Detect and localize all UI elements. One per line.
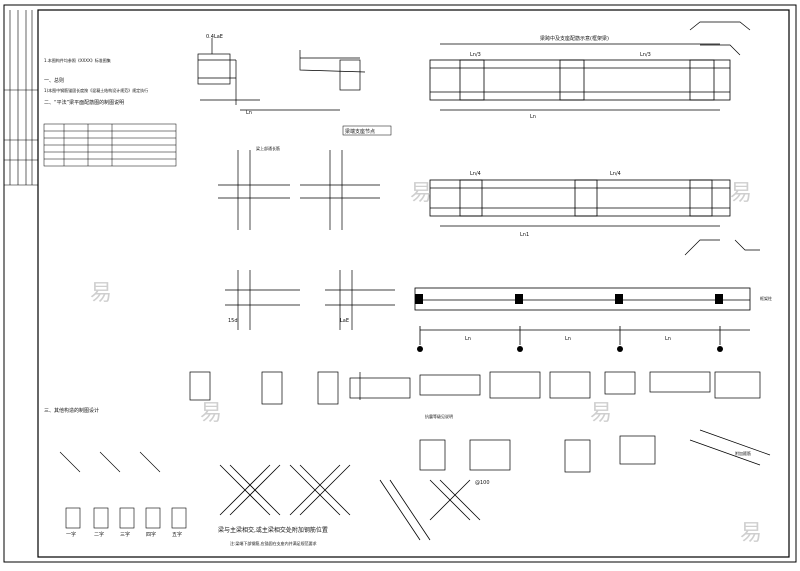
dim-c100: @100: [475, 480, 490, 486]
crossing-details: [219, 464, 481, 541]
plan-dim-2: Ln: [565, 336, 571, 342]
watermark-6: 易: [730, 181, 752, 206]
watermark-layer: 易 易 易 易 易 易: [90, 181, 762, 546]
beam-end-tag: [342, 125, 392, 136]
plan-dim-3: Ln: [665, 336, 671, 342]
stirrup-label: 二字: [94, 531, 104, 538]
notes-block: 1.本图构件均参照《XXXX》标准图集 一、总则 1)本图中钢筋锚固长度按《混凝…: [43, 57, 177, 414]
stirrup-types: [59, 451, 187, 529]
dim-ln4-1: Ln/4: [470, 171, 481, 177]
stirrup-label: 五字: [172, 531, 182, 538]
label-beam-end: 梁端支座节点: [345, 128, 375, 135]
column-joint-details: [218, 150, 395, 330]
note-line-2: 1)本图中钢筋锚固长度按《混凝土结构设计规范》规定执行: [44, 87, 148, 93]
dim-ln-1: Ln: [246, 110, 252, 116]
label-beam-span: 梁跨中及支座配筋示意(框架梁): [540, 35, 609, 42]
stirrup-label: 四字: [146, 531, 156, 538]
dim-lae-1: 0.4LaE: [206, 34, 223, 40]
bottom-sub: 注:梁端下部钢筋,应锚固在支座内并满足规范要求: [230, 540, 317, 546]
beam-elevation-2: [429, 179, 731, 227]
label-col: 框架柱: [760, 295, 772, 301]
lower-details: [189, 371, 771, 473]
note-line-1: 1.本图构件均参照《XXXX》标准图集: [44, 57, 111, 63]
plan-columns: [415, 294, 723, 352]
watermark-2: 易: [200, 401, 222, 426]
watermark-4: 易: [590, 401, 612, 426]
drawing-frame: [37, 9, 790, 558]
dim-ln-2: Ln: [530, 114, 536, 120]
bottom-caption: 梁与主梁相交,或主梁相交处附加钢筋位置: [218, 526, 328, 534]
note-section-2: 二、“平法”梁平面配筋图的制图说明: [44, 99, 124, 106]
stirrup-label: 一字: [66, 531, 76, 538]
dim-lae-2: LaE: [340, 318, 349, 324]
watermark-3: 易: [410, 181, 432, 206]
note-section-3: 三、其他构造的制图设计: [44, 407, 99, 414]
dim-ln3-1: Ln/3: [470, 52, 481, 58]
title-strip: [4, 10, 38, 186]
dim-ln1: Ln1: [520, 232, 529, 238]
note-section-1: 一、总则: [44, 77, 64, 84]
outer-border: [3, 4, 797, 563]
stirrup-label: 三字: [120, 531, 130, 538]
watermark-1: 易: [90, 281, 112, 306]
watermark-5: 易: [740, 521, 762, 546]
beam-end-detail-1: [197, 38, 366, 111]
beam-elevation-1: [429, 43, 731, 111]
plan-dim-1: Ln: [465, 336, 471, 342]
notes-table: [43, 123, 177, 167]
hook-details: [684, 21, 760, 256]
label-legend: 附加箍筋: [735, 450, 751, 456]
dim-ln3-2: Ln/3: [640, 52, 651, 58]
stirrup-labels: 一字 二字 三字 四字 五字: [66, 531, 182, 538]
dim-ln4-2: Ln/4: [610, 171, 621, 177]
label-seismic: 抗震等级见说明: [425, 413, 453, 419]
label-note-top: 梁上部通长筋: [256, 145, 280, 151]
dim-15d: 15d: [228, 318, 238, 324]
